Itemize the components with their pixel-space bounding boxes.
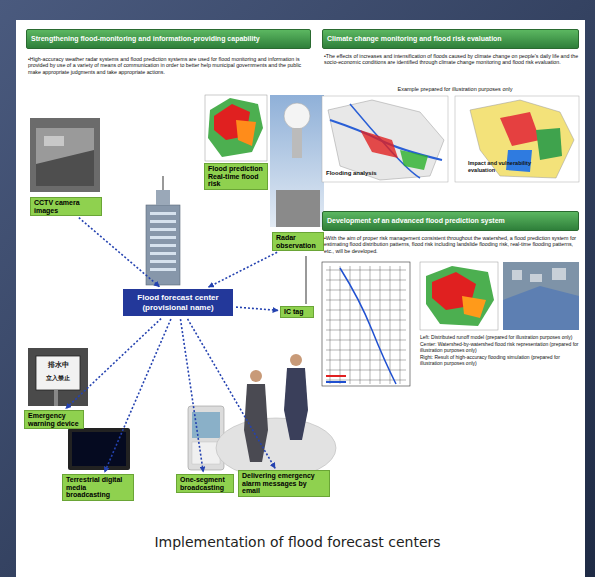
image-caption: Left: Distributed runoff model (prepared… [420,334,579,340]
body-text: •With the aim of proper risk management … [324,235,579,254]
dotted-arrow [79,218,160,287]
runoff-grid [322,262,410,386]
node-text: Strengthening flood-monitoring and infor… [31,35,306,43]
node-text: CCTV camera images [34,199,98,214]
source-label: CCTV camera images [30,197,102,216]
dotted-arrow [188,319,276,468]
output-label: Delivering emergency alarm messages by e… [238,470,330,497]
section-header: Strengthening flood-monitoring and infor… [26,29,311,49]
sign-text: 立入禁止 [38,374,78,382]
dotted-arrow [105,319,171,472]
output-label: Terrestrial digital media broadcasting [62,474,134,501]
output-label: One-segment broadcasting [176,474,234,493]
impact-evaluation-map [455,96,579,182]
dotted-arrow [66,319,161,409]
radar-photo [270,95,324,227]
image-caption: Right: Result of high-accuracy flooding … [420,354,579,366]
flood-simulation-photo [503,262,579,330]
flooding-analysis-map [322,96,448,182]
node-text: Flood forecast center (provisional name) [126,293,230,312]
node-text: IC tag [284,308,310,316]
figure-caption: Implementation of flood forecast centers [20,534,575,550]
tower-building [146,176,180,285]
source-label: Flood prediction Real-time flood risk [204,163,268,190]
flood-risk-map [205,95,267,161]
image-caption: Center: Watershed-by-watershed flood ris… [420,341,579,353]
dotted-arrow [180,319,203,472]
node-text: Development of an advanced flood predict… [327,217,574,225]
node-text: Terrestrial digital media broadcasting [66,476,130,499]
map-label: Flooding analysis [326,170,396,177]
dotted-arrow [236,307,278,310]
people-figure [216,354,336,478]
map-label: Impact and vulnerability evaluation [468,160,540,173]
section-header: Climate change monitoring and flood risk… [322,29,579,49]
output-label: Emergency warning device [24,410,84,429]
node-text: Emergency warning device [28,412,80,427]
warning-sign-photo [28,348,88,406]
mobile-phone [188,406,224,470]
sign-text: 排水中 [38,361,78,369]
node-text: Flood prediction Real-time flood risk [208,165,264,188]
source-label: Radar observation [272,232,324,251]
output-label: IC tag [280,306,314,318]
dotted-arrow [209,252,278,287]
ic-tag-post [305,256,307,304]
body-text: •The effects of increases and intensific… [324,53,579,66]
node-text: One-segment broadcasting [180,476,230,491]
watershed-risk-map [420,262,498,330]
note-text: Example prepared for illustration purpos… [360,86,550,93]
body-text: •High-accuracy weather radar systems and… [28,56,310,75]
section-header: Development of an advanced flood predict… [322,211,579,231]
node-text: Climate change monitoring and flood risk… [327,35,574,43]
node-text: Radar observation [276,234,320,249]
node-text: Delivering emergency alarm messages by e… [242,472,326,495]
content-panel [16,20,585,577]
center-box: Flood forecast center (provisional name) [122,288,234,317]
cctv-photo [30,118,100,192]
